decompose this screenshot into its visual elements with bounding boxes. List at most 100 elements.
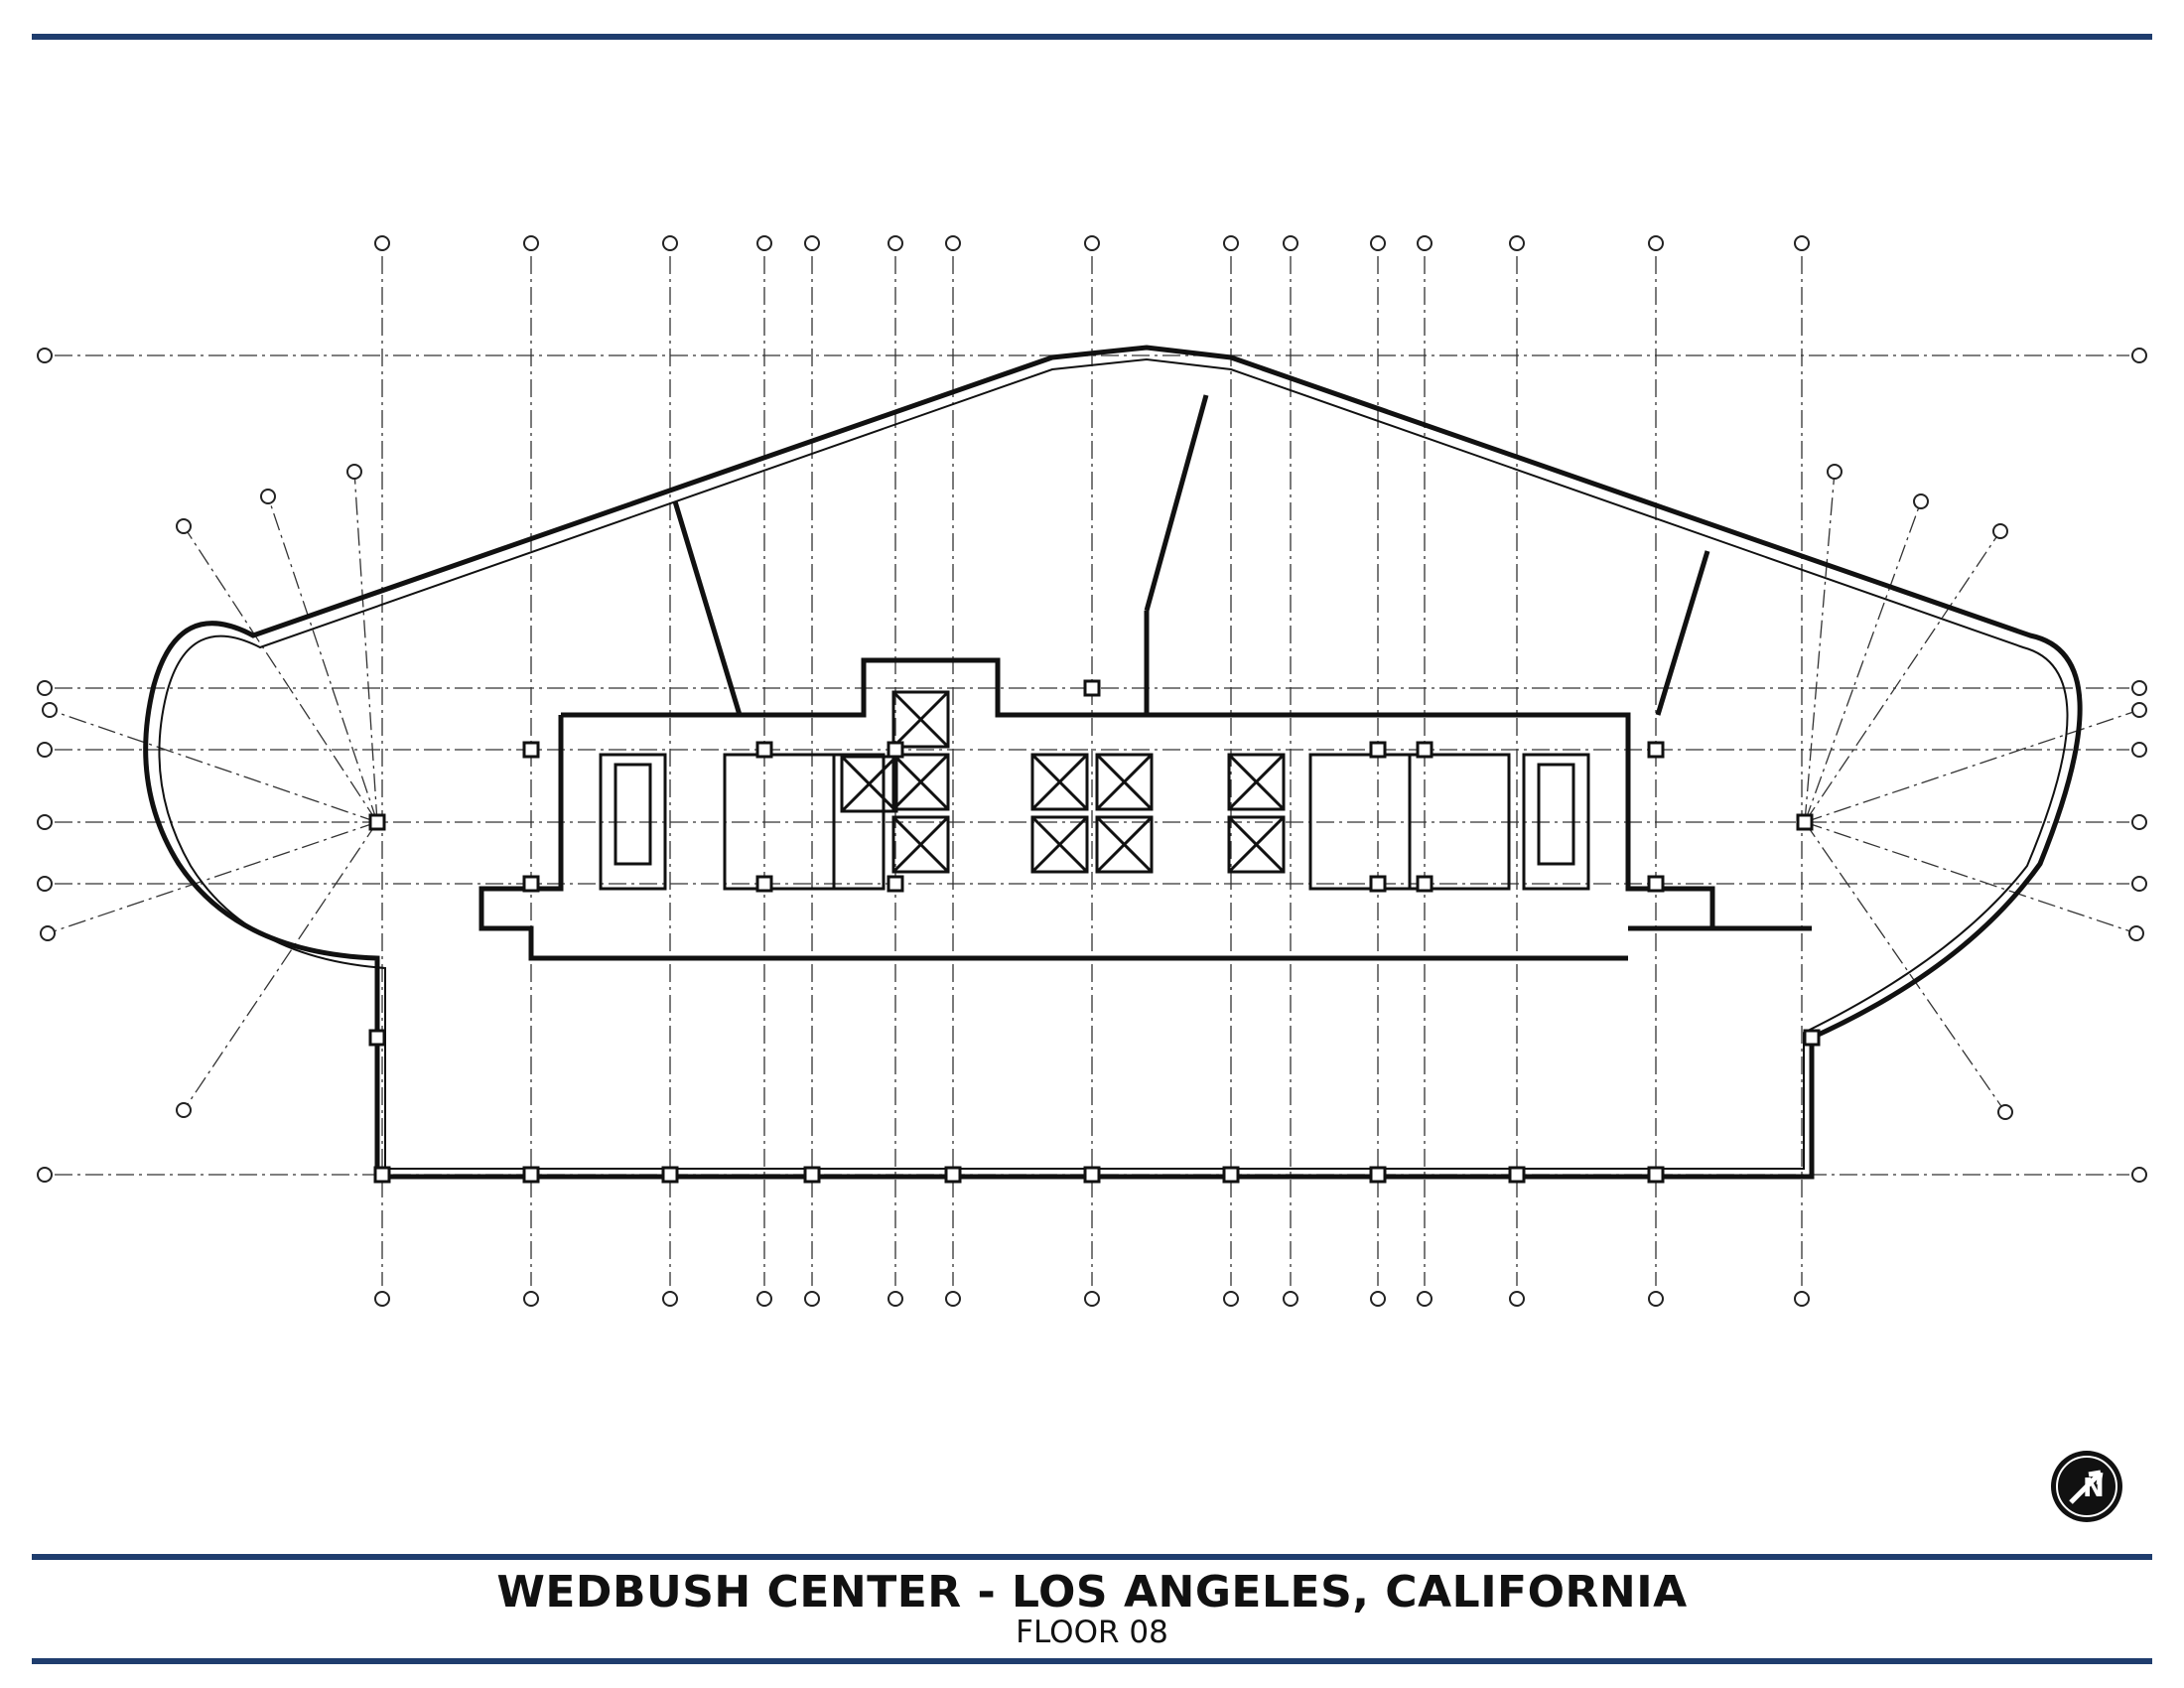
- partitions: [672, 394, 1710, 716]
- grid-bubble: [1913, 493, 1929, 509]
- grid-bubble: [1648, 235, 1664, 251]
- grid-bubble: [1283, 235, 1298, 251]
- grid-bubble: [176, 1102, 192, 1118]
- structural-column: [1508, 1166, 1526, 1184]
- grid-bubble: [1223, 235, 1239, 251]
- structural-column: [661, 1166, 679, 1184]
- grid-bubble: [756, 235, 772, 251]
- header-rule: [32, 34, 2152, 40]
- structural-column: [1416, 875, 1433, 893]
- elevator-cross: [840, 755, 898, 813]
- north-arrow-letter: N: [2083, 1474, 2105, 1503]
- structural-column: [1369, 875, 1387, 893]
- elevator-car: [1227, 815, 1286, 874]
- grid-bubble: [1794, 235, 1810, 251]
- grid-bubble: [1370, 235, 1386, 251]
- grid-bubble: [37, 348, 53, 363]
- grid-bubble: [2131, 742, 2147, 758]
- radial-grid-line: [49, 709, 378, 823]
- structural-columns: [368, 679, 1821, 1184]
- grid-bubble: [1997, 1104, 2013, 1120]
- building-title: WEDBUSH CENTER - LOS ANGELES, CALIFORNIA: [496, 1567, 1688, 1618]
- elevator-cross: [1095, 815, 1154, 874]
- grid-bubble: [37, 1167, 53, 1183]
- grid-bubble: [1648, 1291, 1664, 1307]
- structural-column: [887, 875, 904, 893]
- grid-bubble: [176, 518, 192, 534]
- elevator-car: [1030, 815, 1089, 874]
- structural-column: [522, 1166, 540, 1184]
- grid-bubble: [374, 235, 390, 251]
- elevator-cross: [1095, 753, 1154, 811]
- grid-bubble: [1827, 464, 1843, 480]
- grid-bubble: [2131, 702, 2147, 718]
- core-rooms: [599, 753, 1590, 891]
- grid-bubble: [2131, 876, 2147, 892]
- grid-bubble: [1417, 235, 1433, 251]
- elevator-car: [1095, 753, 1154, 811]
- elevator-cross: [891, 690, 950, 749]
- footer-rule-top: [32, 1554, 2152, 1560]
- radial-grid-line: [267, 495, 378, 823]
- grid-bubble: [374, 1291, 390, 1307]
- structural-column: [803, 1166, 821, 1184]
- grid-bubble: [662, 235, 678, 251]
- elevator-cross: [1227, 753, 1286, 811]
- elevator-car: [840, 755, 898, 813]
- elevator-car: [1227, 753, 1286, 811]
- grid-bubble: [945, 1291, 961, 1307]
- structural-column: [1369, 741, 1387, 759]
- floor-plan: N: [37, 235, 2147, 1522]
- structural-column: [1796, 813, 1814, 831]
- radial-grid-line: [1804, 530, 2001, 823]
- structural-column: [944, 1166, 962, 1184]
- grid-bubble: [2131, 814, 2147, 830]
- grid-bubble: [1417, 1291, 1433, 1307]
- elevator-car: [891, 815, 950, 874]
- footer-rule-bottom: [32, 1658, 2152, 1664]
- grid-bubble: [887, 235, 903, 251]
- radial-grid-line: [1804, 471, 1836, 823]
- structural-column: [887, 741, 904, 759]
- grid-bubble: [42, 702, 58, 718]
- grid-bubble: [37, 814, 53, 830]
- grid-bubble: [2131, 1167, 2147, 1183]
- grid-bubble: [1084, 1291, 1100, 1307]
- grid-bubble: [1223, 1291, 1239, 1307]
- elevator-car: [1030, 753, 1089, 811]
- structural-column: [1416, 741, 1433, 759]
- grid-bubble: [1794, 1291, 1810, 1307]
- elevator-car: [891, 753, 950, 811]
- grid-bubble: [37, 876, 53, 892]
- radial-grid-line: [183, 525, 378, 823]
- elevator-cross: [1030, 815, 1089, 874]
- radial-grid-line: [1804, 709, 2140, 823]
- grid-bubble: [1992, 523, 2008, 539]
- grid-bubble: [1283, 1291, 1298, 1307]
- building-core: [478, 657, 1812, 961]
- grid-bubble: [662, 1291, 678, 1307]
- structural-column: [1647, 875, 1665, 893]
- elevator-cross: [891, 815, 950, 874]
- grid-bubble: [37, 742, 53, 758]
- structural-column: [755, 875, 773, 893]
- radial-grid-line: [47, 821, 378, 934]
- elevator-car: [891, 690, 950, 749]
- exterior-wall: [143, 345, 2083, 1180]
- structural-column: [522, 741, 540, 759]
- grid-bubble: [1084, 235, 1100, 251]
- grid-bubble: [1509, 1291, 1525, 1307]
- grid-bubble: [523, 235, 539, 251]
- structural-column: [1647, 1166, 1665, 1184]
- elevator-cross: [1030, 753, 1089, 811]
- column-grid-lines: [47, 256, 2140, 1286]
- structural-column: [1369, 1166, 1387, 1184]
- structural-column: [1083, 679, 1101, 697]
- structural-column: [755, 741, 773, 759]
- grid-bubble: [2131, 680, 2147, 696]
- grid-bubble: [804, 1291, 820, 1307]
- radial-grid-line: [1804, 821, 2006, 1113]
- structural-column: [368, 813, 386, 831]
- grid-bubble: [260, 489, 276, 504]
- floor-label: FLOOR 08: [1016, 1615, 1168, 1650]
